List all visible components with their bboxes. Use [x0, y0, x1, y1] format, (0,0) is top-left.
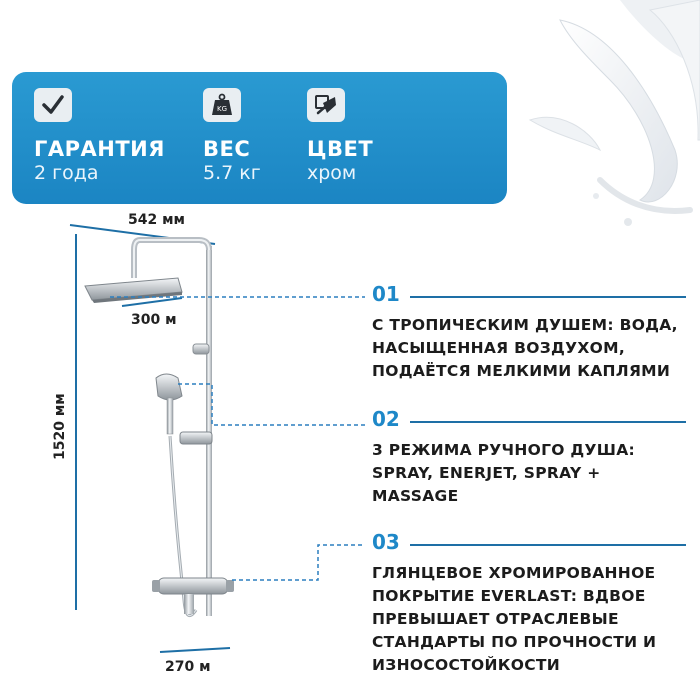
specs-banner: ГАРАНТИЯ 2 года KG ВЕС 5.7 кг ЦВЕТ хром	[12, 72, 507, 204]
feature-text: С тропическим душем: вода, насыщенная во…	[372, 316, 678, 380]
dimension-head-label: 300 м	[131, 312, 177, 328]
feature-divider	[410, 296, 686, 298]
feature-01: 01 С тропическим душем: вода, насыщенная…	[372, 282, 690, 383]
spec-color-label: ЦВЕТ	[307, 137, 374, 161]
spec-weight-value: 5.7 кг	[203, 162, 261, 184]
weight-icon: KG	[203, 88, 241, 122]
feature-number: 01	[372, 282, 400, 306]
feature-divider	[410, 544, 686, 546]
head-width-dimension-line	[121, 297, 183, 307]
weight-icon-label: KG	[217, 105, 227, 113]
spec-warranty-label: ГАРАНТИЯ	[34, 137, 165, 161]
riser-pipe	[206, 246, 212, 616]
feature-02: 02 3 режима ручного душа: spray, enerjet…	[372, 407, 690, 508]
spec-warranty: ГАРАНТИЯ 2 года	[34, 88, 165, 184]
spec-weight: KG ВЕС 5.7 кг	[203, 88, 261, 184]
feature-text: 3 режима ручного душа: spray, enerjet, s…	[372, 441, 636, 505]
bottom-width-dimension-line	[159, 647, 231, 653]
dimension-width-label: 542 мм	[128, 212, 185, 228]
feature-number: 03	[372, 530, 400, 554]
thermostat-mixer	[157, 577, 229, 595]
feature-03: 03 Глянцевое хромированное покрытие Ever…	[372, 530, 690, 677]
milk-splash-image	[528, 0, 700, 226]
paint-icon	[307, 88, 345, 122]
feature-number: 02	[372, 407, 400, 431]
feature-divider	[410, 421, 686, 423]
leader-line-03	[232, 544, 365, 581]
spec-color: ЦВЕТ хром	[307, 88, 373, 184]
spec-color-value: хром	[307, 162, 357, 184]
spec-warranty-value: 2 года	[34, 162, 99, 184]
leader-line-02	[178, 383, 365, 426]
feature-text: Глянцевое хромированное покрытие Everlas…	[372, 564, 657, 674]
hand-shower-head	[155, 373, 183, 401]
spec-weight-label: ВЕС	[203, 137, 251, 161]
checkmark-icon	[34, 88, 72, 122]
dimension-bottom-label: 270 м	[165, 659, 211, 675]
dimension-height-label: 1520 мм	[52, 393, 68, 460]
